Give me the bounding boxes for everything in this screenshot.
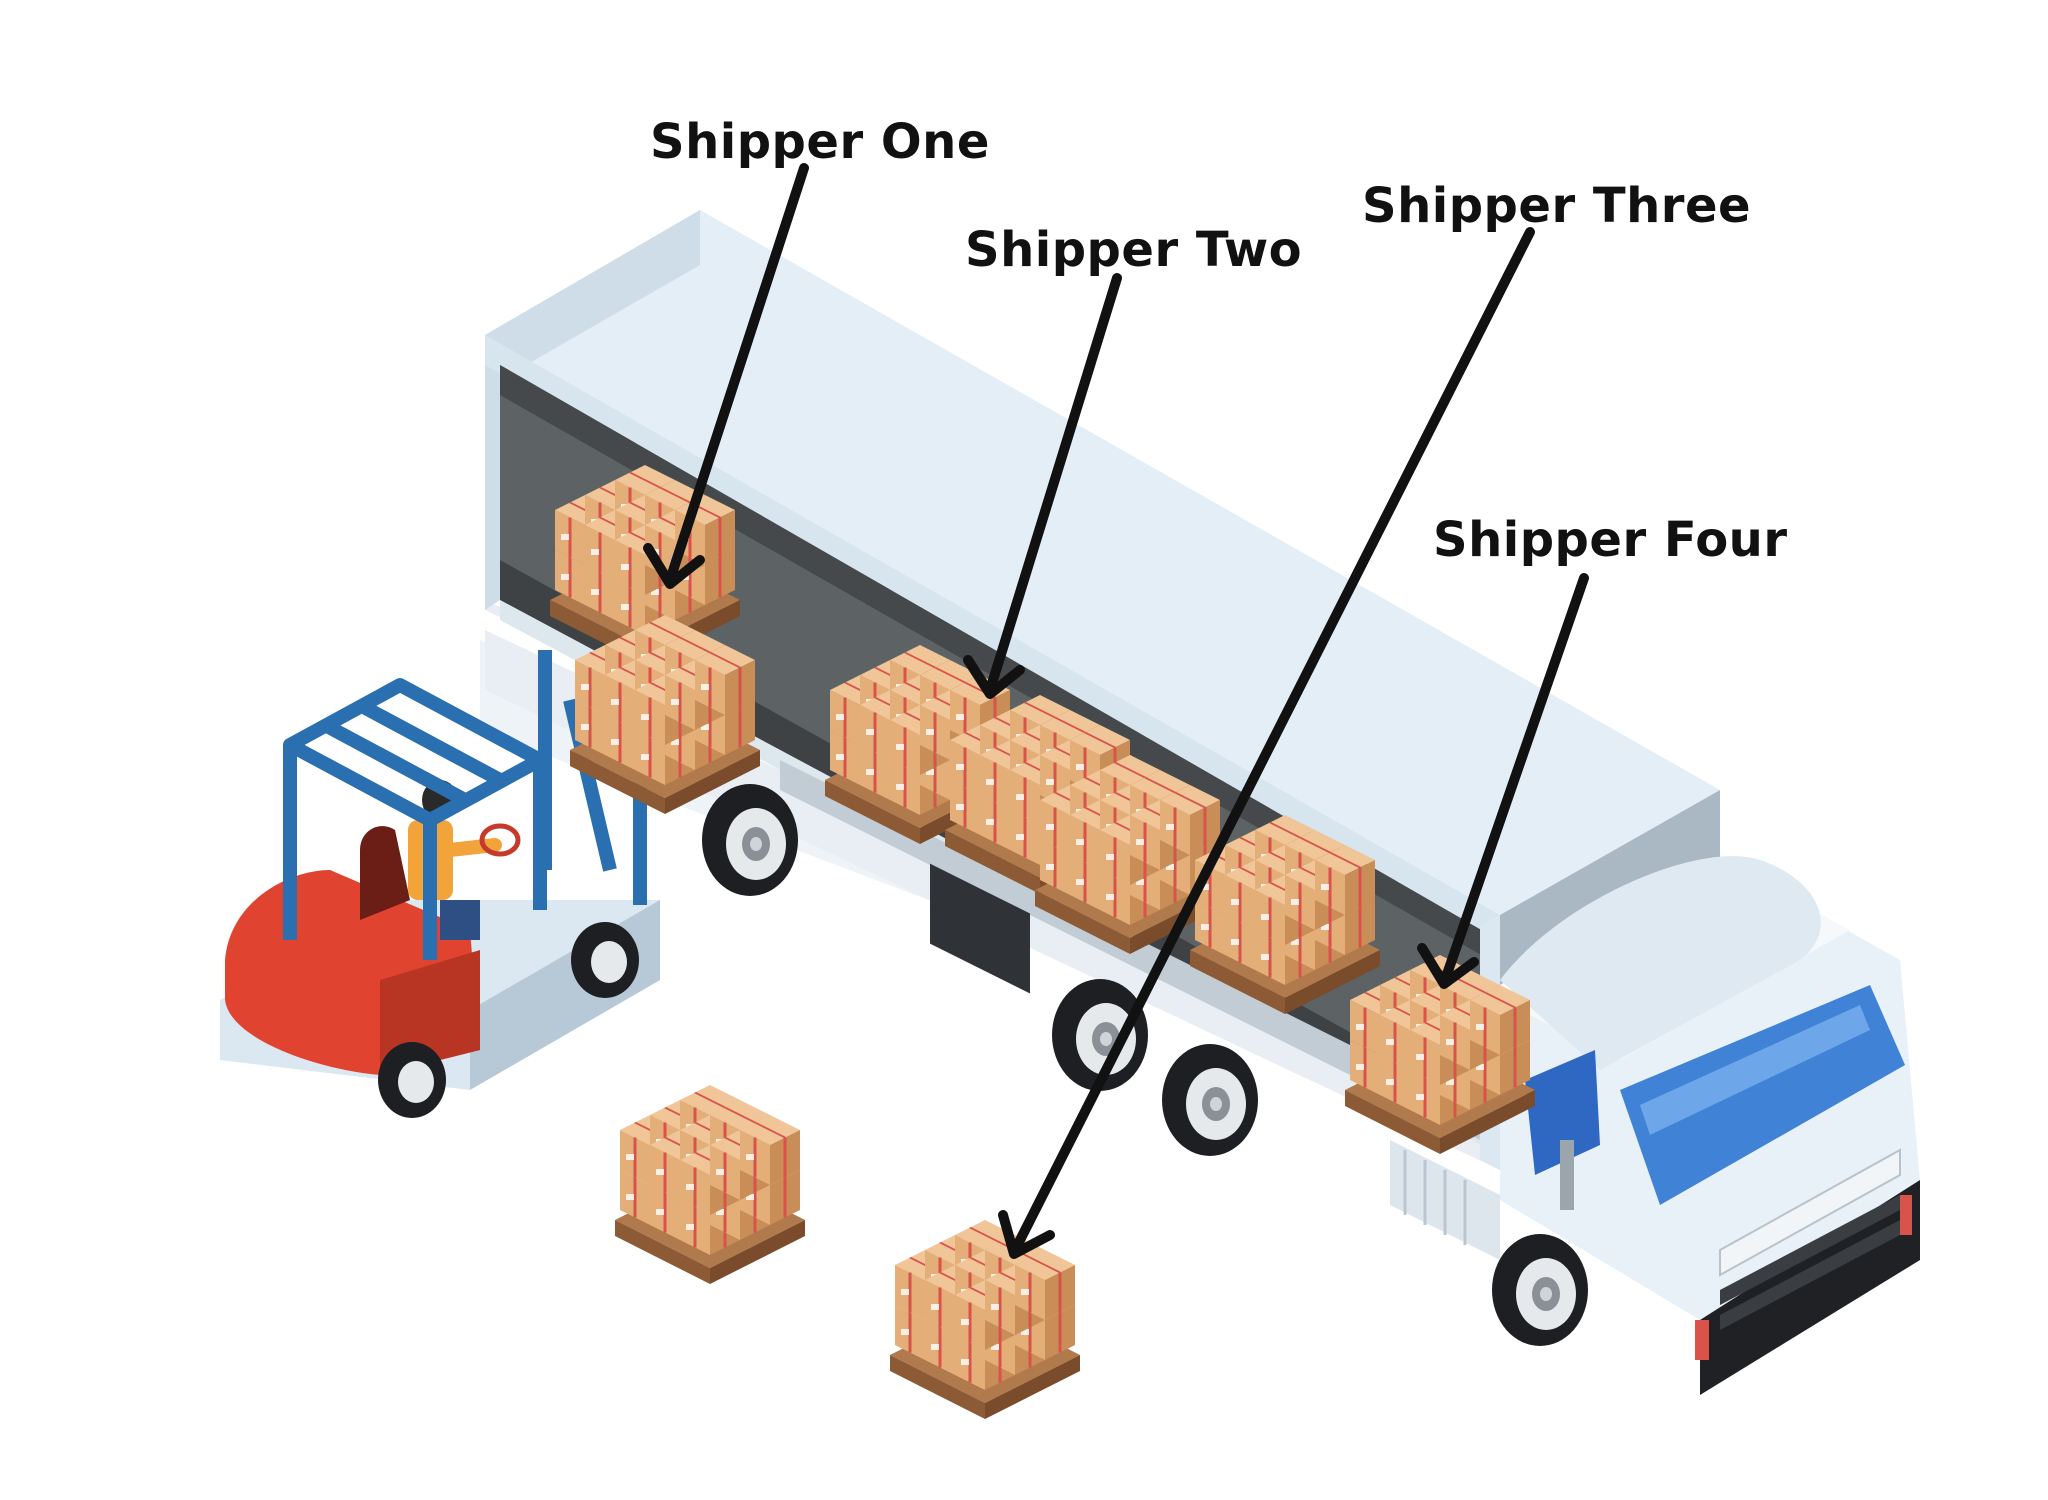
label-shipper-three: Shipper Three <box>1362 178 1751 234</box>
cab-wheel <box>1492 1234 1588 1346</box>
arrow-shipper-one <box>643 163 809 589</box>
truck-cab <box>1390 856 1920 1395</box>
ground-pallet-shipper-three <box>890 1220 1080 1419</box>
ground-pallet-left <box>615 1085 805 1284</box>
side-mirror <box>1560 1140 1574 1210</box>
forklift <box>220 615 760 1118</box>
arrow-shipper-four <box>1417 573 1589 989</box>
label-shipper-two: Shipper Two <box>965 222 1302 278</box>
callout-labels: Shipper One Shipper Two Shipper Three Sh… <box>650 114 1788 568</box>
label-shipper-four: Shipper Four <box>1433 512 1788 568</box>
callout-arrows <box>643 163 1589 1259</box>
trailer-rear-panel <box>485 210 700 610</box>
forklift-seat <box>360 826 410 920</box>
trailer-roof <box>485 210 1720 915</box>
cab-side-window <box>1525 1050 1600 1175</box>
arrow-shipper-three <box>998 227 1535 1259</box>
arrow-shipper-two <box>963 273 1122 699</box>
label-shipper-one: Shipper One <box>650 114 990 170</box>
